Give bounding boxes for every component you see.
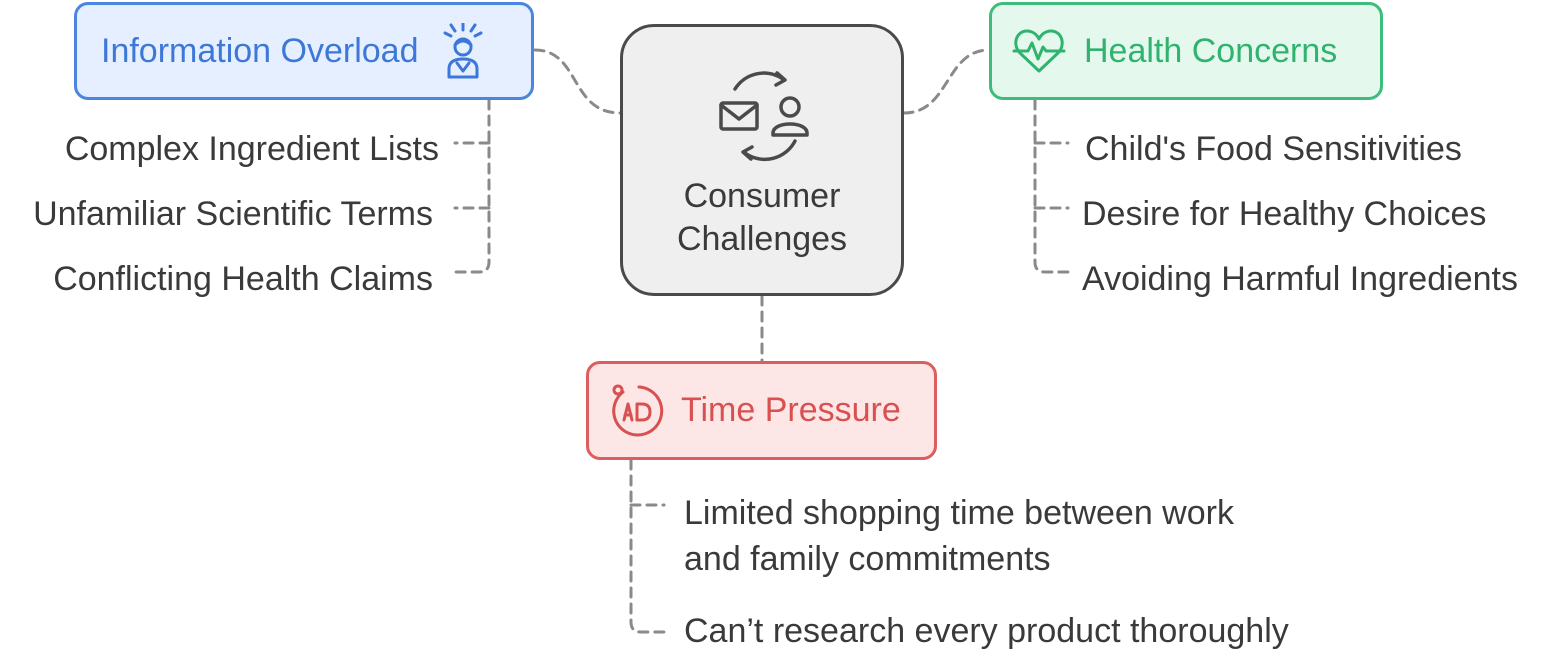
center-label: Consumer Challenges (623, 175, 901, 261)
category-title: Information Overload (101, 31, 419, 70)
category-information-overload: Information Overload (74, 2, 534, 100)
item-limited-shopping-time: Limited shopping time between work and f… (684, 494, 1234, 578)
category-time-pressure: Time Pressure (586, 361, 937, 460)
category-health-concerns: Health Concerns (989, 2, 1383, 100)
center-label-line-2: Challenges (676, 220, 848, 258)
center-label-line-1: Consumer (683, 177, 841, 215)
item-avoiding-harmful-ingredients: Avoiding Harmful Ingredients (1082, 260, 1518, 298)
stressed-person-icon (443, 23, 482, 79)
communication-cycle-icon (719, 71, 809, 162)
ad-timer-icon (612, 384, 664, 436)
heartbeat-icon (1012, 29, 1066, 73)
item-conflicting-health-claims: Conflicting Health Claims (53, 260, 433, 298)
item-complex-ingredient-lists: Complex Ingredient Lists (64, 130, 439, 168)
category-title: Time Pressure (681, 391, 901, 429)
item-childs-food-sensitivities: Child's Food Sensitivities (1085, 130, 1462, 168)
category-title: Health Concerns (1084, 31, 1338, 70)
item-unfamiliar-scientific-terms: Unfamiliar Scientific Terms (33, 195, 433, 233)
item-cant-research-every-product: Can’t research every product thoroughly (684, 612, 1289, 650)
item-desire-for-healthy-choices: Desire for Healthy Choices (1082, 195, 1487, 233)
center-node-consumer-challenges: Consumer Challenges (620, 24, 904, 296)
